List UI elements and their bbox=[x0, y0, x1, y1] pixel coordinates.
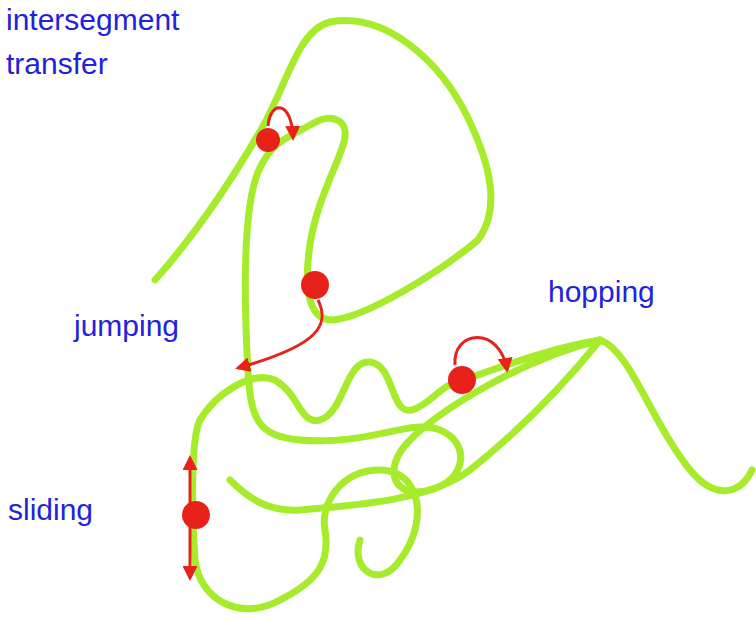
mode-label: intersegment transfer bbox=[6, 0, 221, 85]
motion-arrows bbox=[190, 108, 507, 578]
mode-label: sliding bbox=[8, 488, 93, 532]
mode-label: jumping bbox=[74, 304, 179, 348]
mode-label: hopping bbox=[548, 270, 655, 314]
dna-strand bbox=[155, 21, 752, 609]
protein-dots bbox=[182, 128, 476, 529]
